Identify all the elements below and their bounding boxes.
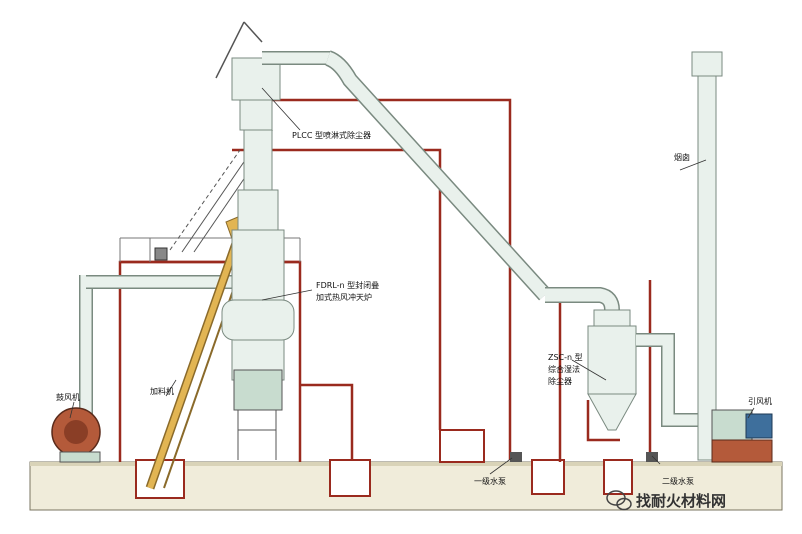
blower [51, 275, 240, 463]
pump-2 [646, 452, 658, 462]
label-pump1: 一级水泵 [474, 476, 506, 486]
label-chimney: 烟囱 [674, 152, 690, 162]
zsc-scrubber [587, 309, 700, 431]
induced-fan [711, 409, 773, 463]
chimney [691, 51, 723, 461]
label-cupola: FDRL-n 型封闭叠 [316, 280, 379, 290]
pump-1 [510, 452, 522, 462]
watermark-text: 找耐火材料网 [636, 492, 726, 510]
cupola-furnace [221, 114, 295, 460]
label-blower: 鼓风机 [56, 392, 80, 402]
label-pump2: 二级水泵 [662, 476, 694, 486]
wechat-icon [606, 490, 632, 511]
label-zsc: ZSC-n 型 [548, 353, 583, 362]
label-cupola-line2: 加式热风冲天炉 [316, 292, 372, 302]
steel-frame [118, 98, 652, 462]
pits [135, 429, 633, 499]
label-feeder: 加料机 [150, 386, 174, 396]
label-fan: 引风机 [748, 396, 772, 406]
inclined-duct [324, 50, 620, 311]
label-plcc: PLCC 型喷淋式除尘器 [292, 130, 371, 140]
label-zsc-line2: 综合湿法 [548, 364, 580, 374]
watermark: 找耐火材料网 [606, 490, 726, 511]
label-zsc-line3: 除尘器 [548, 376, 572, 386]
plcc-scrubber [215, 21, 330, 131]
